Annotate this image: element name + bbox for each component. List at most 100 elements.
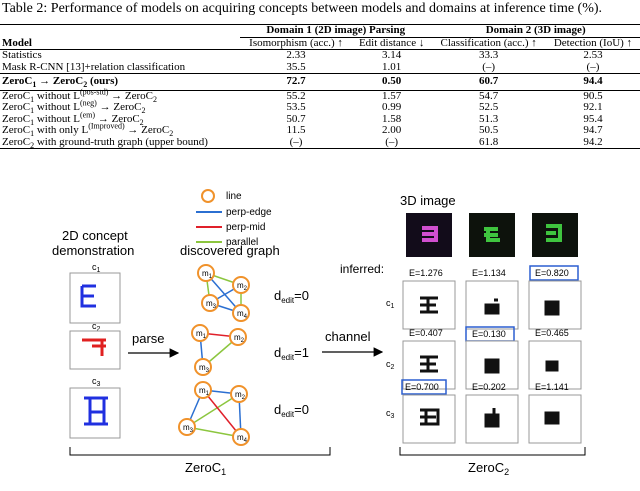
cell: 60.7 xyxy=(479,75,499,87)
concept-shape xyxy=(80,284,96,308)
image3d-title: 3D image xyxy=(400,193,456,208)
table-row: Mask R-CNN [13]+relation classification … xyxy=(0,60,640,74)
graph-node xyxy=(232,276,250,294)
row-model: Mask R-CNN [13]+relation classification xyxy=(2,60,186,73)
cell: 90.5 xyxy=(583,89,603,102)
cell: 94.2 xyxy=(583,135,603,148)
svg-text:E=0.130: E=0.130 xyxy=(472,329,506,339)
results-table: Model Domain 1 (2D image) Parsing Domain… xyxy=(0,24,640,149)
cell: 50.5 xyxy=(479,124,499,136)
row-model: ZeroC2 with ground-truth graph (upper bo… xyxy=(2,135,208,150)
svg-text:m3: m3 xyxy=(183,423,194,434)
svg-text:E=0.465: E=0.465 xyxy=(535,328,569,338)
d-edit-label: dedit=0 xyxy=(274,402,309,419)
legend-perp-edge-label: perp-edge xyxy=(226,207,272,218)
legend-parallel-label: parallel xyxy=(226,237,258,248)
svg-text:m4: m4 xyxy=(237,309,248,320)
table-row: ZeroC1 without L(pos-std) → ZeroC2 55.2 … xyxy=(0,86,640,104)
row-model: ZeroC1 without L(pos-std) → ZeroC2 xyxy=(2,86,158,104)
left-title-line2: demonstration xyxy=(52,243,134,258)
graph-node xyxy=(197,264,215,282)
concept-shape xyxy=(84,396,108,426)
cell: 35.5 xyxy=(286,60,306,73)
graph-node xyxy=(229,328,247,346)
svg-text:c3: c3 xyxy=(386,408,395,420)
graph-node xyxy=(178,418,196,436)
image3d-tiles xyxy=(406,213,578,257)
svg-text:E=0.407: E=0.407 xyxy=(409,328,443,338)
discovered-graph-label: discovered graph xyxy=(180,243,280,258)
d-edit-label: dedit=1 xyxy=(274,345,309,362)
cell: 1.01 xyxy=(382,60,402,73)
graph-1: m1 m2 m3 m4 xyxy=(197,264,250,322)
table-row: ZeroC1 → ZeroC2 (ours) 72.7 0.50 60.7 94… xyxy=(0,74,640,90)
legend-line-marker xyxy=(201,189,215,203)
table-row: ZeroC2 with ground-truth graph (upper bo… xyxy=(0,135,640,150)
graph-node xyxy=(194,358,212,376)
cell: 54.7 xyxy=(479,89,499,102)
legend-line-label: line xyxy=(226,191,242,202)
cell: 3.14 xyxy=(382,49,402,61)
cell: 2.53 xyxy=(583,49,603,61)
svg-text:E=0.700: E=0.700 xyxy=(405,382,439,392)
table-row: ZeroC1 without L(em) → ZeroC2 50.7 1.58 … xyxy=(0,109,640,127)
cell: 92.1 xyxy=(583,101,603,113)
row-model: ZeroC1 without L(em) → ZeroC2 xyxy=(2,109,144,127)
svg-text:m2: m2 xyxy=(234,333,245,344)
svg-text:E=1.134: E=1.134 xyxy=(472,268,506,278)
cell: 1.57 xyxy=(382,89,402,102)
concept-label: c1 xyxy=(92,262,101,274)
svg-text:c2: c2 xyxy=(386,359,395,371)
table-row: Statistics 2.33 3.14 33.3 2.53 xyxy=(0,49,640,62)
svg-text:m2: m2 xyxy=(237,281,248,292)
cell: 61.8 xyxy=(479,135,499,148)
cell: 0.99 xyxy=(382,101,402,113)
cell: (–) xyxy=(289,135,303,148)
subheader-detection: Detection (IoU) ↑ xyxy=(553,36,633,49)
cell: 2.00 xyxy=(382,124,402,136)
concept-shape xyxy=(82,338,106,356)
table-row: ZeroC1 without L(neg) → ZeroC2 53.5 0.99… xyxy=(0,98,640,116)
svg-text:E=1.276: E=1.276 xyxy=(409,268,443,278)
cell: 95.4 xyxy=(583,112,603,125)
cell: 53.5 xyxy=(286,101,306,113)
cell: 94.4 xyxy=(583,75,603,87)
row-model: ZeroC1 with only L(Improved) → ZeroC2 xyxy=(2,121,174,139)
cell: 50.7 xyxy=(286,112,306,125)
table-caption: Table 2: Performance of models on acquir… xyxy=(2,1,603,16)
cell: 52.5 xyxy=(479,101,499,113)
concept-box xyxy=(69,330,121,370)
graph-node xyxy=(194,381,212,399)
svg-text:E=0.820: E=0.820 xyxy=(535,268,569,278)
svg-text:m1: m1 xyxy=(199,386,210,397)
domain1-header: Domain 1 (2D image) Parsing xyxy=(240,24,432,38)
channel-label: channel xyxy=(325,329,371,344)
cell: 2.33 xyxy=(286,49,306,61)
domain2-header: Domain 2 (3D image) xyxy=(431,24,640,38)
cell: 51.3 xyxy=(479,112,499,125)
cell: 72.7 xyxy=(286,75,306,87)
svg-text:m3: m3 xyxy=(206,299,217,310)
parse-label: parse xyxy=(132,331,165,346)
svg-text:c1: c1 xyxy=(386,298,395,310)
concept-boxes: c1 c2 c3 xyxy=(69,262,121,439)
cell: 33.3 xyxy=(479,49,499,61)
zeroc1-brace xyxy=(69,447,331,456)
legend-perp-mid-label: perp-mid xyxy=(226,222,265,233)
graph-node xyxy=(191,324,209,342)
graph-node xyxy=(230,385,248,403)
cell: 55.2 xyxy=(286,89,306,102)
row-model: ZeroC1 without L(neg) → ZeroC2 xyxy=(2,98,146,116)
subheader-classification: Classification (acc.) ↑ xyxy=(440,36,537,49)
col-model-header: Model xyxy=(2,36,32,49)
table-row: ZeroC1 with only L(Improved) → ZeroC2 11… xyxy=(0,121,640,139)
graph-3: m1 m2 m3 m4 xyxy=(178,381,250,446)
row-model: ZeroC1 → ZeroC2 (ours) xyxy=(2,75,119,90)
cell: 11.5 xyxy=(286,124,306,136)
svg-text:E=1.141: E=1.141 xyxy=(535,382,569,392)
svg-text:m2: m2 xyxy=(235,390,246,401)
svg-text:E=0.202: E=0.202 xyxy=(472,382,506,392)
row-model: Statistics xyxy=(2,49,42,61)
svg-text:m4: m4 xyxy=(237,433,248,444)
inferred-label: inferred: xyxy=(340,262,384,276)
